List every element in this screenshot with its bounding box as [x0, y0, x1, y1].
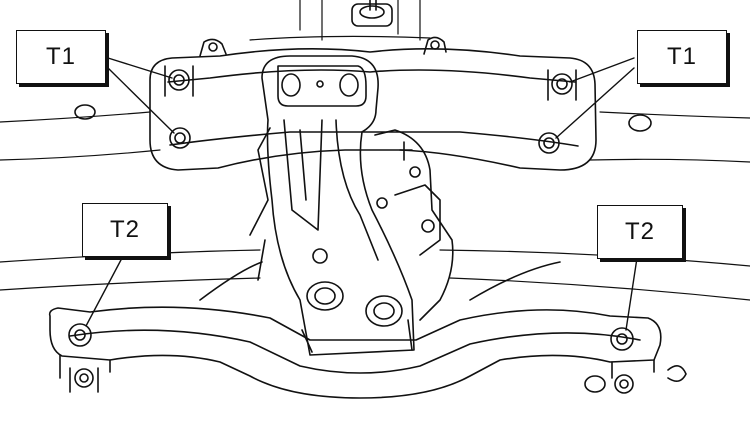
top-cap [351, 0, 393, 27]
lower-mount-bolt [69, 367, 634, 394]
body-hole [584, 375, 606, 393]
callout-t1-right: T1 [637, 30, 727, 84]
body-hole [628, 114, 652, 132]
body-hole [74, 104, 96, 120]
body-hole [667, 365, 687, 382]
bolt-t1-lower-left [169, 127, 191, 149]
callout-t2-left: T2 [82, 203, 168, 257]
lower-crossmember [48, 261, 662, 399]
center-mount-bracket [261, 55, 415, 356]
bolt-t1-upper-left [164, 65, 194, 97]
leader-lines [85, 57, 638, 331]
upper-crossmember [149, 36, 597, 171]
bolt-t1-upper-right [547, 69, 577, 101]
callout-t2-right: T2 [597, 205, 683, 259]
callout-t1-left: T1 [16, 30, 106, 84]
bolt-t2-right [610, 327, 634, 351]
bolt-t2-left [68, 323, 92, 347]
bolt-t1-lower-right [538, 132, 560, 154]
transmission-housing [249, 127, 454, 321]
